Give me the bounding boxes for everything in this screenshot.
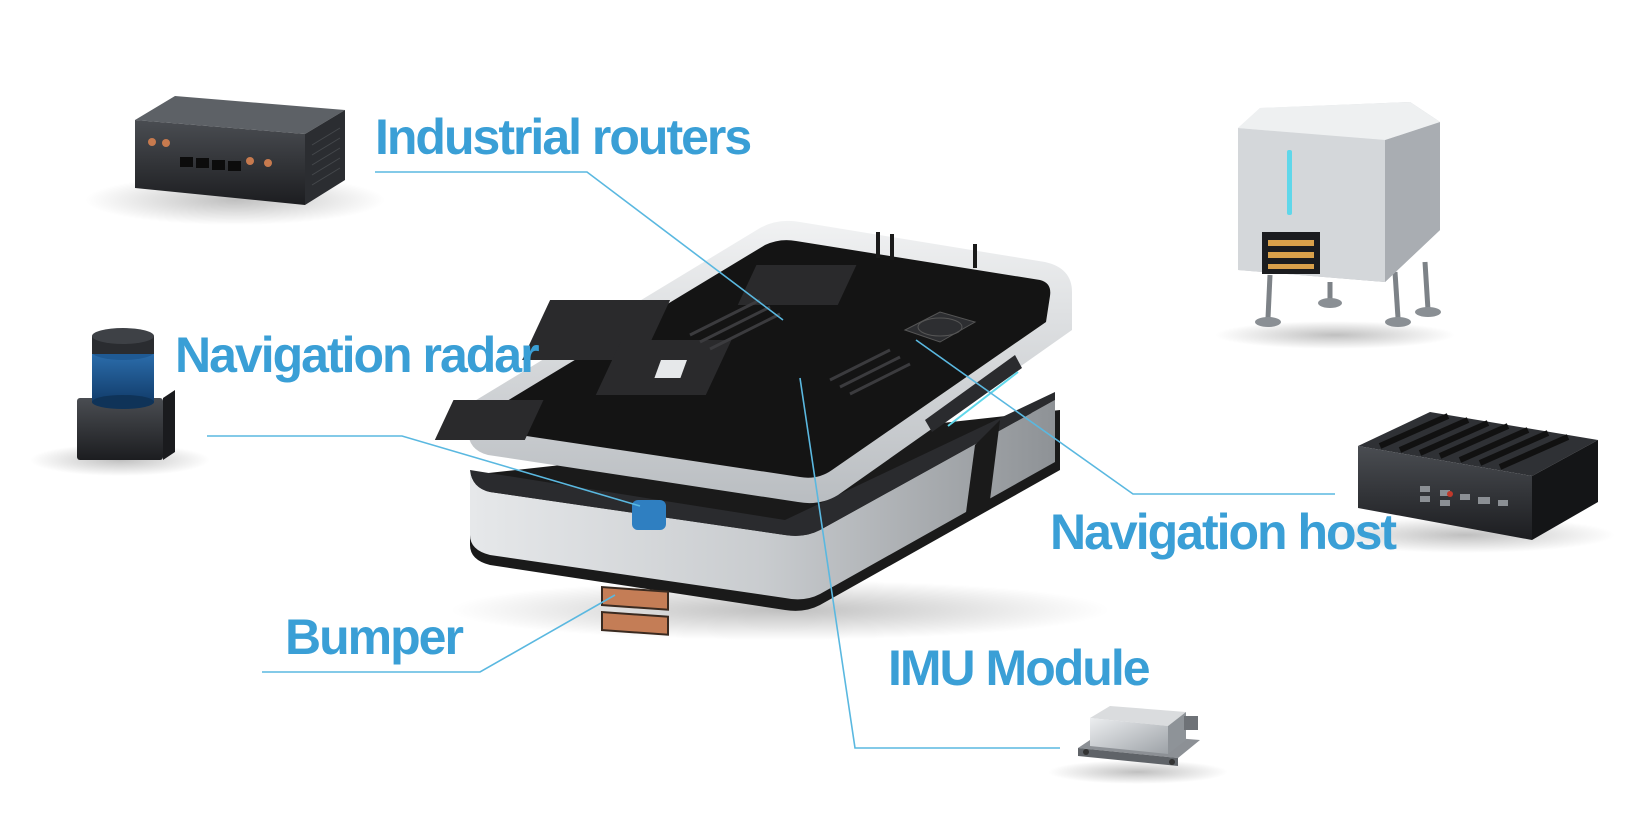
label-navigation-radar: Navigation radar — [175, 327, 540, 383]
imu-module-image — [1048, 706, 1228, 784]
navigation-host-pc-image — [1315, 412, 1615, 553]
label-bumper: Bumper — [285, 609, 464, 665]
fan-grille-icon — [903, 311, 977, 343]
leader-line-bumper — [262, 594, 616, 673]
leader-line-imu — [799, 377, 1060, 749]
label-navigation-host: Navigation host — [1050, 504, 1397, 560]
label-industrial-routers: Industrial routers — [375, 109, 752, 165]
navigation-host-tower-image — [1215, 102, 1455, 349]
leader-line-radar — [207, 435, 641, 507]
leader-lines — [207, 171, 1335, 749]
agv-chassis-image — [434, 220, 1110, 640]
navigation-radar-image — [30, 328, 210, 476]
industrial-router-image — [85, 96, 385, 225]
label-imu-module: IMU Module — [888, 640, 1151, 696]
leader-line-routers — [375, 171, 784, 321]
leader-line-host — [915, 339, 1335, 495]
